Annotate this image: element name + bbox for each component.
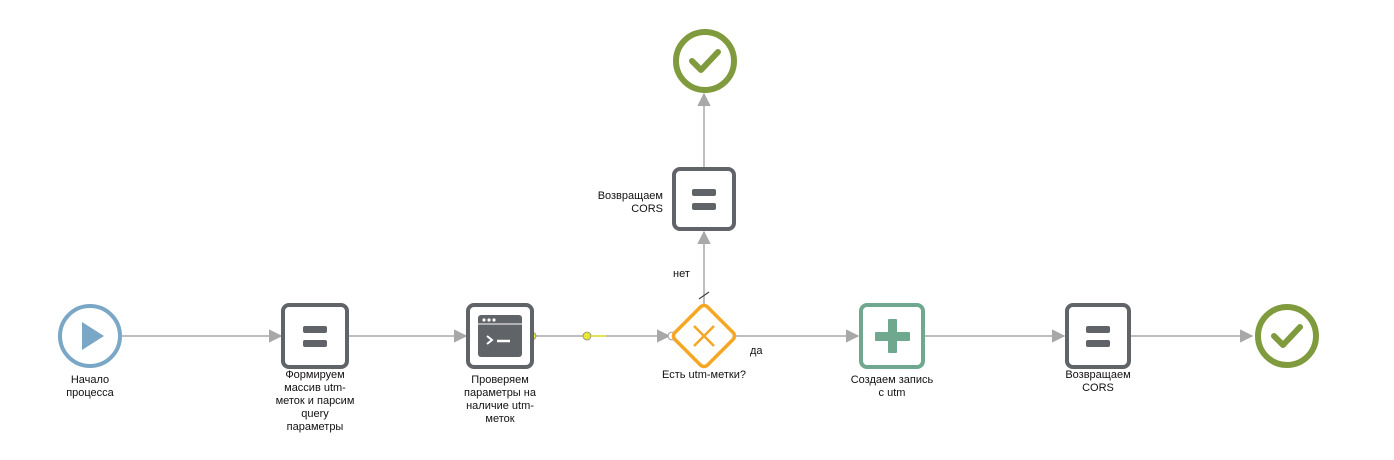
- check-icon: [689, 49, 721, 73]
- gateway-label: Есть utm-метки?: [662, 369, 746, 381]
- exclusive-gateway[interactable]: [671, 303, 737, 369]
- x-gateway-icon: [693, 325, 715, 347]
- equals-icon: [692, 189, 716, 210]
- plus-icon: [875, 319, 910, 353]
- check-icon: [1271, 324, 1303, 348]
- end-event-top[interactable]: [673, 29, 737, 93]
- task-return-cors-top[interactable]: [672, 167, 736, 231]
- task-return-cors-right-label: Возвращаем CORS: [1065, 369, 1131, 394]
- terminal-icon: [478, 315, 522, 357]
- task-create-record[interactable]: [859, 303, 925, 369]
- task-form-array[interactable]: [281, 303, 349, 369]
- start-event-label: Начало процесса: [66, 374, 114, 399]
- equals-icon: [303, 326, 327, 347]
- connection-handle[interactable]: [582, 331, 592, 341]
- flow-label-no: нет: [673, 268, 690, 280]
- equals-icon: [1086, 326, 1110, 347]
- task-check-params[interactable]: [466, 303, 534, 369]
- flow-label-yes: да: [750, 345, 763, 357]
- default-flow-tick: [698, 291, 710, 300]
- task-return-cors-top-label: Возвращаем CORS: [597, 190, 663, 215]
- task-form-array-label: Формируем массив utm- меток и парсим que…: [275, 369, 355, 433]
- task-return-cors-right[interactable]: [1065, 303, 1131, 369]
- task-create-record-label: Создаем запись с utm: [850, 374, 934, 399]
- play-icon: [82, 322, 104, 350]
- end-event-right[interactable]: [1255, 304, 1319, 368]
- task-check-params-label: Проверяем параметры на наличие utm- мето…: [464, 374, 536, 425]
- start-event[interactable]: [58, 304, 122, 368]
